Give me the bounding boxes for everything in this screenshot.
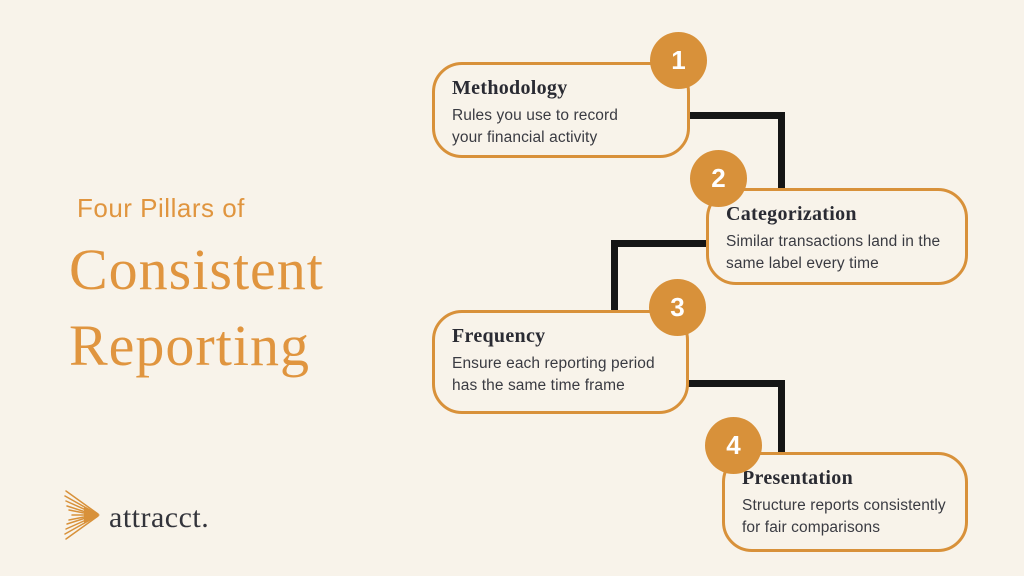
pillar-description: Rules you use to record your financial a… [452,107,618,146]
connector-3-4-vertical [778,380,785,456]
pillar-heading: Frequency [452,325,546,347]
pillar-description: Similar transactions land in the same la… [726,233,941,272]
pillar-description: Structure reports consistently for fair … [742,497,946,536]
pillar-heading: Methodology [452,77,568,99]
pillar-card-methodology: Methodology Rules you use to record your… [432,62,690,158]
page-title: Consistent Reporting [69,232,324,384]
pillar-number-badge-3: 3 [649,279,706,336]
page-title-line1: Consistent [69,237,324,302]
connector-3-4-horizontal [687,380,785,387]
pillar-card-frequency: Frequency Ensure each reporting period h… [432,310,689,414]
connector-1-2-vertical [778,112,785,192]
pillar-heading: Presentation [742,467,853,489]
pillar-card-presentation: Presentation Structure reports consisten… [722,452,968,552]
pillar-heading: Categorization [726,203,857,225]
pillar-number-badge-4: 4 [705,417,762,474]
connector-1-2-horizontal [688,112,785,119]
logo: attracct. [64,486,209,549]
connector-2-3-horizontal [611,240,709,247]
pillar-number-badge-2: 2 [690,150,747,207]
pillar-description: Ensure each reporting period has the sam… [452,355,655,394]
connector-2-3-vertical [611,240,618,314]
pillar-card-categorization: Categorization Similar transactions land… [706,188,968,285]
page-title-line2: Reporting [69,313,310,378]
wing-icon [64,486,104,549]
title-eyebrow: Four Pillars of [77,193,245,223]
logo-wordmark: attracct. [109,500,210,534]
pillar-number-badge-1: 1 [650,32,707,89]
